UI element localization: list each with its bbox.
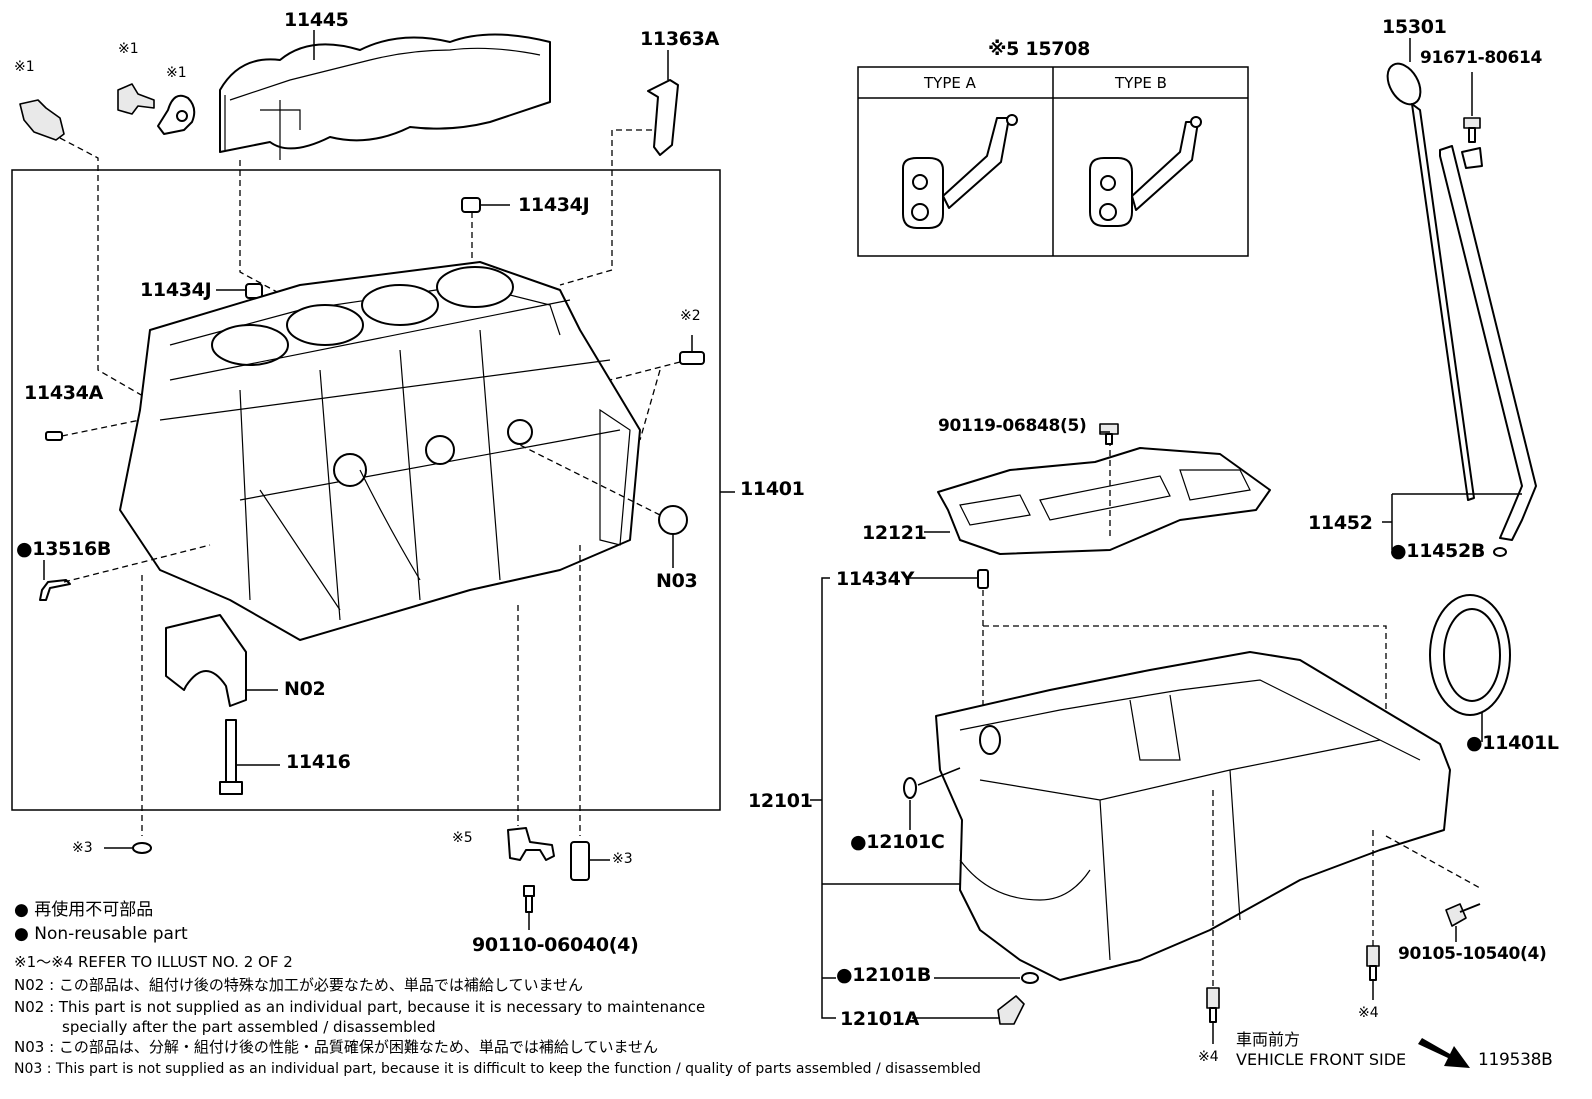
ref-mark-s1: ※1 — [166, 65, 187, 81]
part-number-12101b: ●12101B — [836, 964, 932, 986]
dipstick-guide-11452 — [1439, 145, 1537, 541]
part-number-11416: 11416 — [286, 751, 351, 773]
oil-seal-11401l — [1429, 594, 1511, 716]
part-number-12101c: ●12101C — [850, 831, 945, 853]
bearing-cap-n02 — [165, 614, 247, 707]
sleeve-s3 — [570, 841, 590, 881]
part-number-12121: 12121 — [862, 522, 927, 544]
oil-jet-type-b — [1089, 116, 1202, 227]
bolt-11416 — [219, 719, 243, 795]
legend-nonreusable-jp: ● 再使用不可部品 — [14, 900, 154, 920]
part-number-11401l: ●11401L — [1466, 732, 1559, 754]
part-number-11434a: 11434A — [24, 382, 104, 404]
front-arrow-icon — [1418, 1038, 1470, 1068]
part-number-n02: N02 — [284, 678, 326, 700]
tube-13516b — [39, 579, 71, 601]
type-table — [857, 66, 1249, 257]
note-n03-en: N03 : This part is not supplied as an in… — [14, 1061, 981, 1077]
pin-s2 — [679, 351, 705, 365]
part-number-11363a: 11363A — [640, 28, 720, 50]
pin-11434j-top — [461, 197, 481, 213]
part-number-11401: 11401 — [740, 478, 805, 500]
part-number-12101: 12101 — [748, 790, 813, 812]
gasket-12101b — [1021, 972, 1039, 984]
part-number-11445: 11445 — [284, 9, 349, 31]
plug-n03 — [658, 505, 688, 535]
part-number-90119: 90119-06848(5) — [938, 416, 1087, 436]
part-number-11452b: ●11452B — [1390, 540, 1486, 562]
gasket-12101c — [903, 777, 917, 799]
oil-jet-s5 — [507, 827, 555, 861]
part-number-15708: ※5 15708 — [988, 38, 1091, 60]
cylinder-block — [119, 261, 641, 641]
drain-plug-12101a — [997, 995, 1025, 1025]
note-n03-jp: N03 : この部品は、分解・組付け後の性能・品質確保が困難なため、単品では補給… — [14, 1038, 659, 1056]
part-number-13516b: ●13516B — [16, 538, 112, 560]
part-number-12101a: 12101A — [840, 1008, 920, 1030]
ref-mark-s1: ※1 — [118, 41, 139, 57]
pin-11434j-mid — [245, 283, 263, 299]
part-number-11434j: 11434J — [518, 194, 590, 216]
legend-nonreusable-en: ● Non-reusable part — [14, 924, 188, 944]
note-n02-en-cont: specially after the part assembled / dis… — [62, 1018, 436, 1036]
part-number-11452: 11452 — [1308, 512, 1373, 534]
part-number-11434j: 11434J — [140, 279, 212, 301]
oil-pan-12101 — [935, 651, 1451, 981]
note-refer: ※1～※4 REFER TO ILLUST NO. 2 OF 2 — [14, 953, 293, 971]
bolt-part — [117, 83, 155, 115]
part-number-91671: 91671-80614 — [1420, 48, 1543, 68]
ref-mark-s2: ※2 — [680, 308, 701, 324]
bolt-90105 — [1445, 903, 1481, 927]
baffle-plate-12121 — [937, 447, 1271, 555]
part-number-n03: N03 — [656, 570, 698, 592]
washer-s3 — [132, 842, 152, 854]
cylinder-block-cover — [219, 33, 551, 160]
bolt-s4-b — [1366, 945, 1380, 981]
vehicle-front-en: VEHICLE FRONT SIDE — [1236, 1050, 1407, 1069]
ref-mark-s3: ※3 — [72, 840, 93, 856]
ref-mark-s5: ※5 — [452, 830, 473, 846]
dipstick-15301 — [1386, 62, 1475, 501]
note-n02-jp: N02 : この部品は、組付け後の特殊な加工が必要なため、単品では補給していませ… — [14, 976, 584, 994]
part-number-11434y: 11434Y — [836, 568, 915, 590]
ref-mark-s1: ※1 — [14, 59, 35, 75]
pin-11434y — [977, 569, 989, 589]
bolt-90110 — [523, 885, 535, 913]
bolt-91671 — [1463, 117, 1481, 143]
clamp-part — [157, 94, 196, 135]
ref-mark-s4: ※4 — [1358, 1005, 1379, 1021]
type-b-header: TYPE B — [1115, 74, 1167, 92]
vehicle-front-jp: 車両前方 — [1236, 1030, 1301, 1049]
bolt-s4-a — [1206, 987, 1220, 1023]
pin-11434a — [45, 431, 63, 441]
cylinder-block-frame — [11, 169, 721, 811]
bolt-90119 — [1099, 423, 1119, 445]
ref-mark-s4: ※4 — [1198, 1049, 1219, 1065]
bracket-11363a — [647, 79, 679, 156]
part-number-90105: 90105-10540(4) — [1398, 944, 1547, 964]
gasket-11452b — [1493, 547, 1507, 557]
part-number-90110: 90110-06040(4) — [472, 934, 639, 956]
part-number-15301: 15301 — [1382, 16, 1447, 38]
type-a-header: TYPE A — [924, 74, 976, 92]
note-n02-en: N02 : This part is not supplied as an in… — [14, 998, 706, 1016]
sensor-part — [19, 99, 65, 141]
illustration-number: 119538B — [1478, 1050, 1553, 1070]
ref-mark-s3: ※3 — [612, 851, 633, 867]
oil-jet-type-a — [902, 114, 1018, 229]
